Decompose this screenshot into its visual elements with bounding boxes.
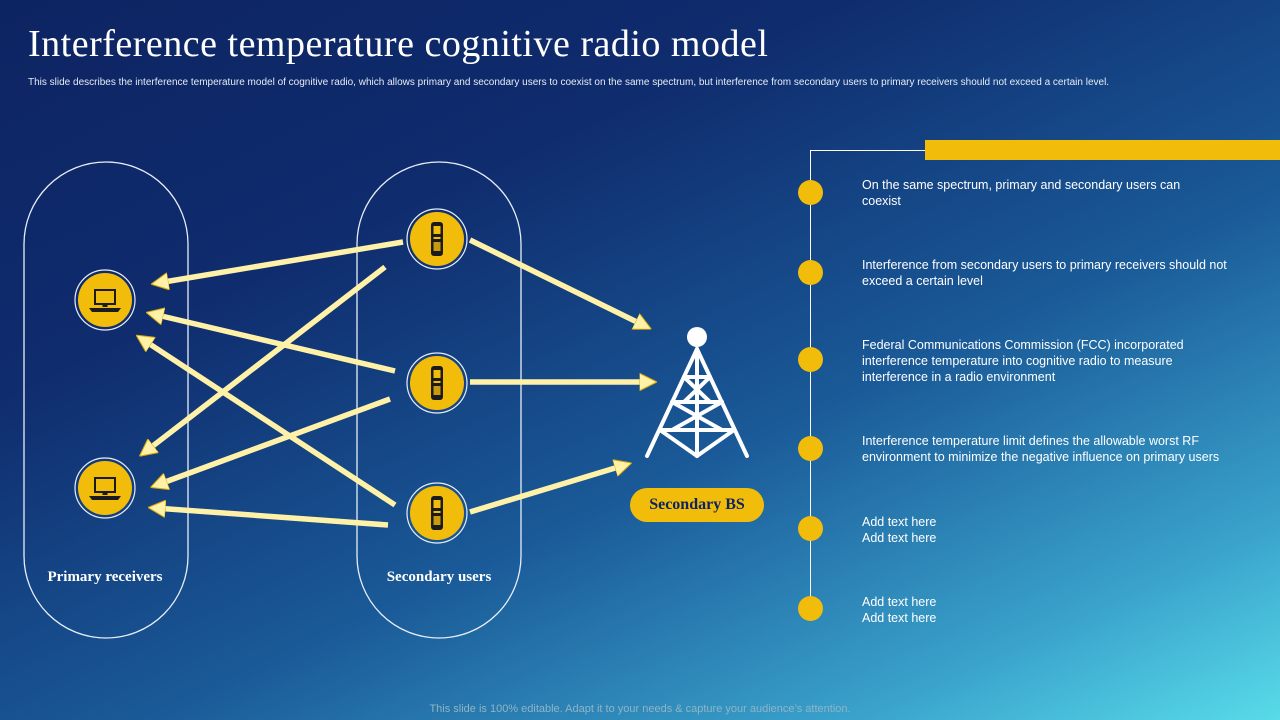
arrow-s3-to-p1 bbox=[142, 339, 397, 508]
point-text: Add text here Add text here bbox=[862, 595, 937, 625]
point-text: Add text here Add text here bbox=[862, 515, 937, 545]
primary-receivers-label: Primary receivers bbox=[47, 569, 163, 585]
secondary-bs-badge: Secondary BS bbox=[630, 488, 764, 522]
footer-note: This slide is 100% editable. Adapt it to… bbox=[429, 703, 851, 715]
mobile-phone-icon bbox=[431, 222, 443, 256]
accent-bar bbox=[925, 140, 1280, 160]
secondary-user-2 bbox=[406, 352, 468, 414]
secondary-users-label: Secondary users bbox=[386, 569, 492, 585]
point-text: Interference from secondary users to pri… bbox=[862, 258, 1227, 288]
secondary-user-3 bbox=[406, 482, 468, 544]
computer-icon bbox=[89, 477, 121, 500]
arrow-s2-to-p2 bbox=[157, 396, 391, 485]
secondary-user-1 bbox=[406, 208, 468, 270]
interference-arrows bbox=[142, 237, 650, 528]
mobile-phone-icon bbox=[431, 366, 443, 400]
arrow-s1-to-p1 bbox=[158, 239, 404, 283]
arrow-s1-to-bs bbox=[468, 237, 645, 326]
tower-icon bbox=[645, 327, 749, 458]
secondary-users-group bbox=[356, 161, 522, 639]
timeline-connector bbox=[810, 150, 925, 151]
point-text: Federal Communications Commission (FCC) … bbox=[862, 338, 1184, 384]
computer-icon bbox=[89, 289, 121, 312]
arrow-s3-to-bs bbox=[469, 465, 625, 515]
timeline-dot bbox=[798, 347, 823, 372]
primary-receivers-group bbox=[23, 161, 189, 639]
timeline-dot bbox=[798, 596, 823, 621]
timeline-dot bbox=[798, 260, 823, 285]
primary-receiver-1 bbox=[74, 269, 136, 331]
point-text: On the same spectrum, primary and second… bbox=[862, 178, 1181, 208]
arrow-s1-to-p2 bbox=[145, 264, 387, 452]
arrow-s2-to-p1 bbox=[153, 314, 396, 374]
arrow-s3-to-p2 bbox=[155, 508, 389, 528]
timeline-dot bbox=[798, 180, 823, 205]
primary-receiver-2 bbox=[74, 457, 136, 519]
point-text: Interference temperature limit defines t… bbox=[862, 434, 1220, 464]
page-title: Interference temperature cognitive radio… bbox=[28, 23, 769, 65]
timeline-line bbox=[810, 150, 811, 620]
timeline-dot bbox=[798, 516, 823, 541]
mobile-phone-icon bbox=[431, 496, 443, 530]
page-subtitle: This slide describes the interference te… bbox=[28, 77, 1110, 88]
timeline-dot bbox=[798, 436, 823, 461]
